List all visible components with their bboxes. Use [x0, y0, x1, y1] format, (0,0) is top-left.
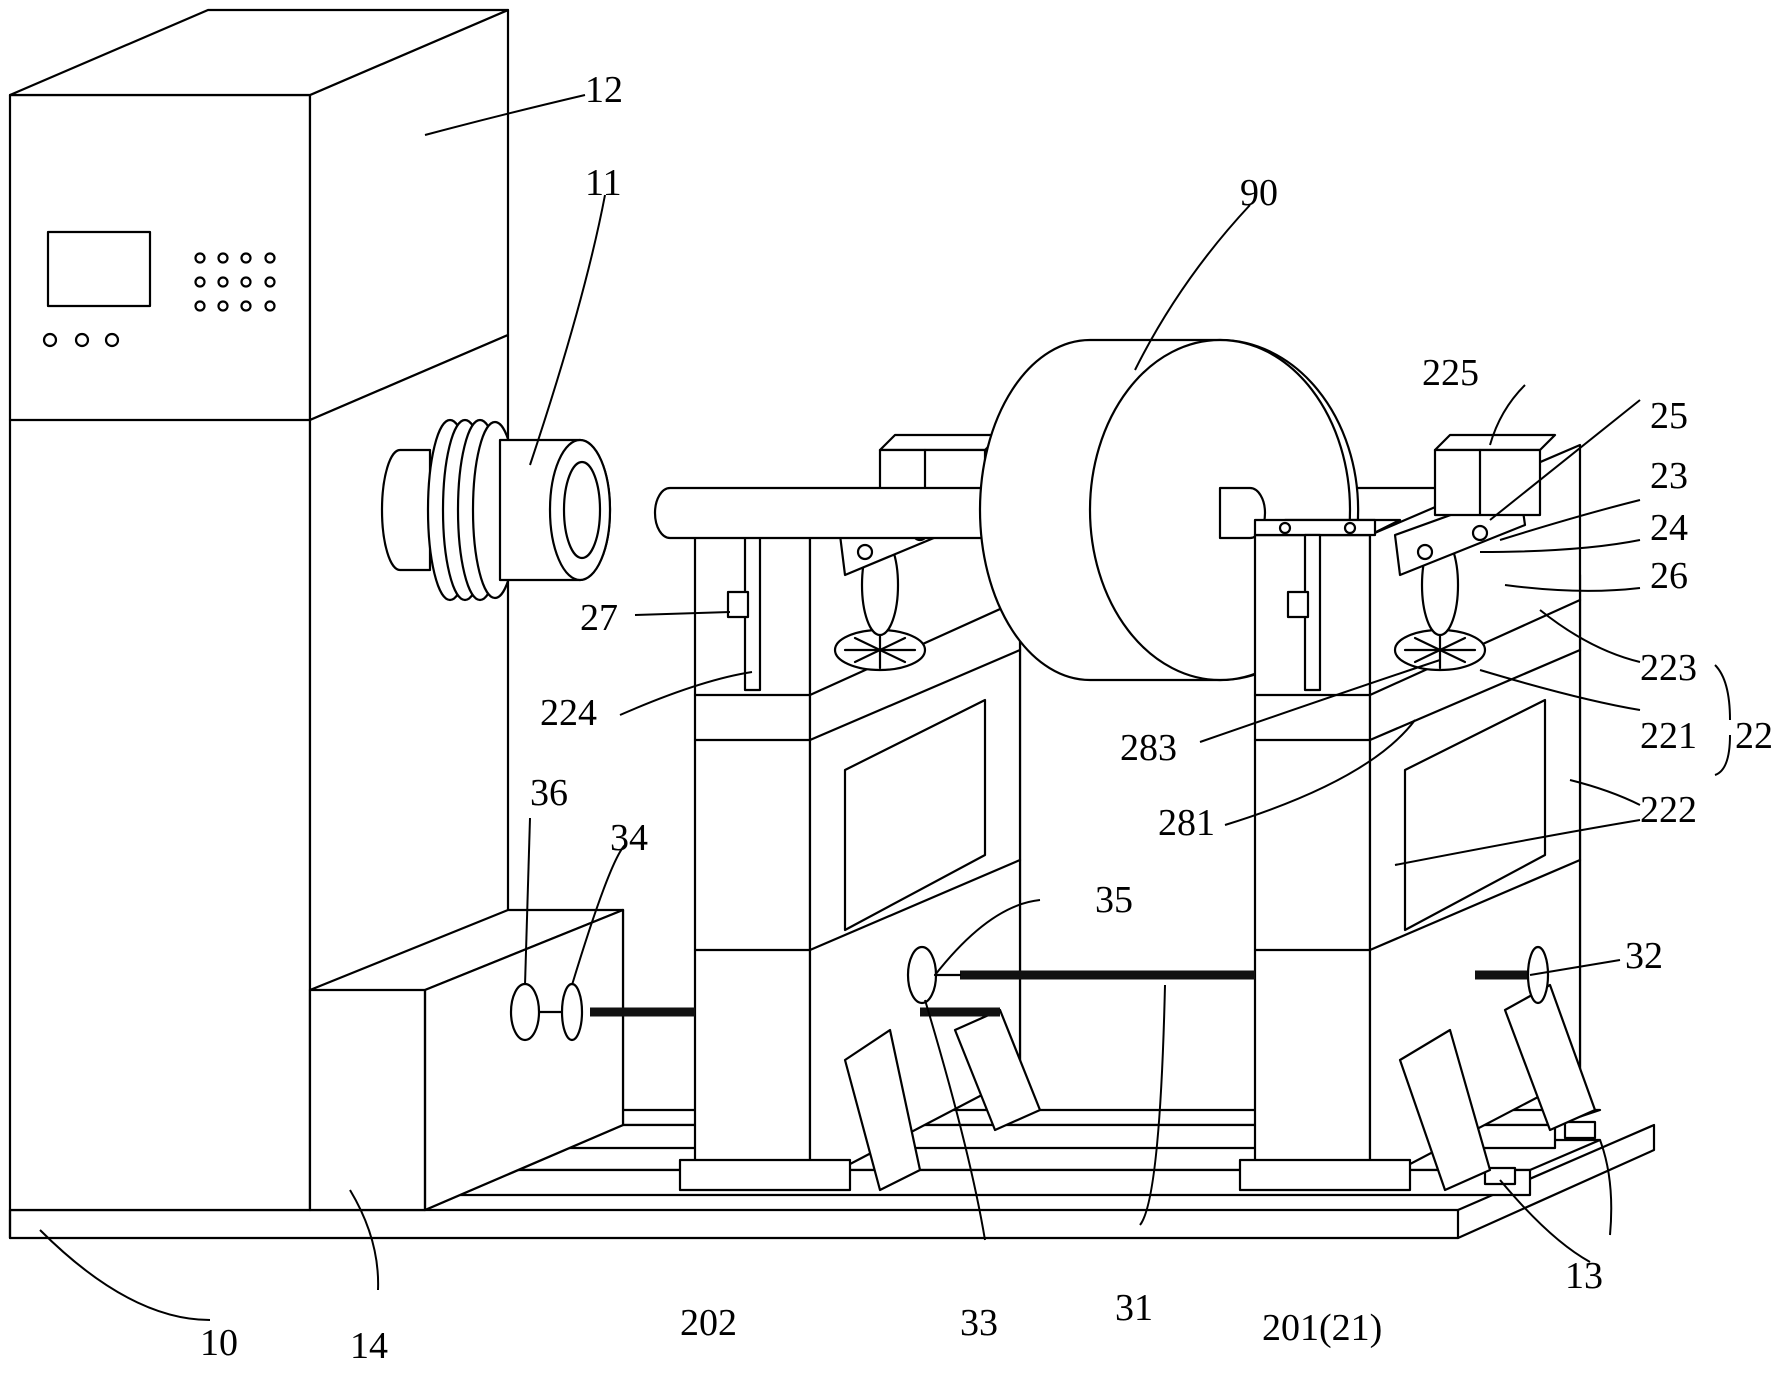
right-frame-201 [1238, 433, 1597, 1192]
label-25: 25 [1650, 395, 1688, 437]
label-36: 36 [530, 772, 568, 814]
label-202: 202 [680, 1302, 737, 1344]
label-225: 225 [1422, 352, 1479, 394]
leader-lines [39, 94, 1731, 1321]
button-grid [194, 252, 276, 312]
label-24: 24 [1650, 507, 1688, 549]
label-201: 201(21) [1262, 1307, 1382, 1349]
label-12: 12 [585, 69, 623, 111]
reference-numerals: 12 11 90 225 25 23 24 26 223 221 22 222 … [200, 69, 1773, 1367]
label-222: 222 [1640, 789, 1697, 831]
label-13: 13 [1565, 1255, 1603, 1297]
label-14: 14 [350, 1325, 388, 1367]
label-27: 27 [580, 597, 618, 639]
flange-32 [1526, 945, 1550, 1005]
label-26: 26 [1650, 555, 1688, 597]
label-223: 223 [1640, 647, 1697, 689]
label-90: 90 [1240, 172, 1278, 214]
label-281: 281 [1158, 802, 1215, 844]
spindle-head [380, 418, 612, 602]
label-35: 35 [1095, 879, 1133, 921]
label-283: 283 [1120, 727, 1177, 769]
flange-35 [906, 945, 938, 1005]
label-11: 11 [585, 162, 622, 204]
step-block [308, 908, 625, 1212]
base-plate [8, 1123, 1656, 1240]
label-31: 31 [1115, 1287, 1153, 1329]
display-screen [46, 230, 152, 308]
label-224: 224 [540, 692, 597, 734]
label-10: 10 [200, 1322, 238, 1364]
flange-34 [560, 982, 584, 1042]
label-34: 34 [610, 817, 648, 859]
label-23: 23 [1650, 455, 1688, 497]
label-32: 32 [1625, 935, 1663, 977]
label-22: 22 [1735, 715, 1773, 757]
flange-36 [509, 982, 541, 1042]
label-33: 33 [960, 1302, 998, 1344]
label-221: 221 [1640, 715, 1697, 757]
